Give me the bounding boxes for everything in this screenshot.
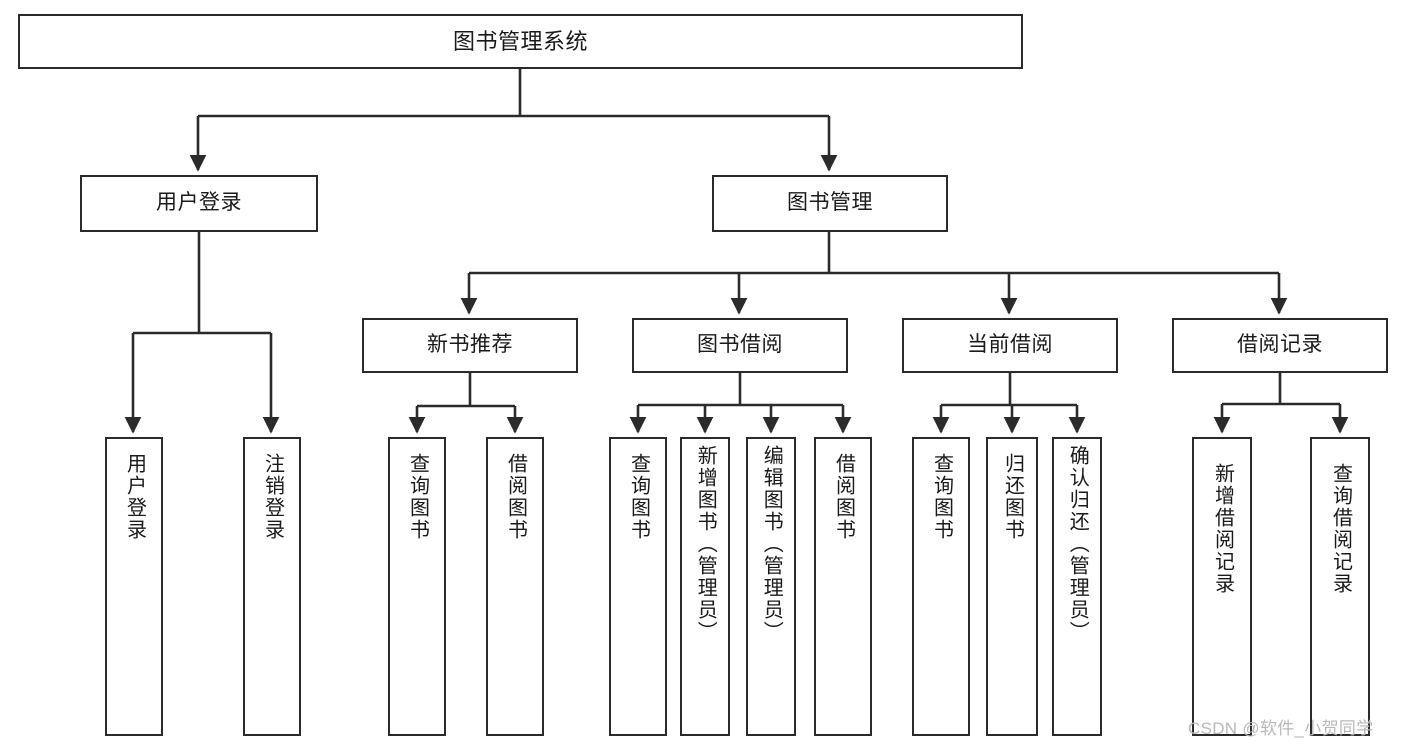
node-label: 用户登录 [123, 453, 146, 541]
node-book-borrow[interactable]: 图书借阅 [632, 318, 848, 373]
node-label: 借阅图书 [504, 453, 527, 541]
node-label: 图书借阅 [697, 333, 783, 357]
node-leaf-query-record[interactable]: 查询借阅记录 [1310, 437, 1370, 736]
node-new-book-recommend[interactable]: 新书推荐 [362, 318, 578, 373]
node-label: 借阅记录 [1237, 333, 1323, 357]
node-label: 查询借阅记录 [1329, 463, 1352, 595]
node-label: 归还图书 [1001, 453, 1024, 541]
node-label: 当前借阅 [967, 333, 1053, 357]
node-leaf-confirm-return[interactable]: 确认归还（管理员） [1052, 437, 1102, 736]
node-label: 用户登录 [156, 191, 242, 215]
node-label: 查询图书 [406, 453, 429, 541]
node-borrow-record[interactable]: 借阅记录 [1172, 318, 1388, 373]
node-user-login[interactable]: 用户登录 [80, 175, 318, 232]
node-leaf-query-book-2[interactable]: 查询图书 [609, 437, 667, 736]
node-leaf-user-logout[interactable]: 注销登录 [243, 437, 301, 736]
node-leaf-add-record[interactable]: 新增借阅记录 [1192, 437, 1252, 736]
node-leaf-query-book-1[interactable]: 查询图书 [388, 437, 446, 736]
node-label: 新增借阅记录 [1211, 463, 1234, 595]
node-leaf-add-book[interactable]: 新增图书（管理员） [680, 437, 730, 736]
node-leaf-user-login[interactable]: 用户登录 [105, 437, 163, 736]
node-label: 图书管理系统 [452, 28, 588, 54]
node-current-borrow[interactable]: 当前借阅 [902, 318, 1118, 373]
node-leaf-return-book[interactable]: 归还图书 [986, 437, 1038, 736]
node-label: 编辑图书（管理员） [760, 445, 783, 643]
node-label: 新书推荐 [427, 333, 513, 357]
node-leaf-borrow-book-1[interactable]: 借阅图书 [486, 437, 544, 736]
node-book-manage[interactable]: 图书管理 [712, 175, 948, 232]
node-label: 图书管理 [787, 191, 873, 215]
node-leaf-borrow-book-2[interactable]: 借阅图书 [814, 437, 872, 736]
node-label: 借阅图书 [832, 453, 855, 541]
node-label: 注销登录 [261, 453, 284, 541]
node-label: 查询图书 [627, 453, 650, 541]
node-root-system[interactable]: 图书管理系统 [18, 14, 1023, 69]
node-label: 查询图书 [930, 453, 953, 541]
node-leaf-edit-book[interactable]: 编辑图书（管理员） [746, 437, 796, 736]
node-label: 确认归还（管理员） [1066, 445, 1089, 643]
node-label: 新增图书（管理员） [694, 445, 717, 643]
watermark-text: CSDN @软件_小贺同学 [1188, 719, 1374, 738]
node-leaf-query-book-3[interactable]: 查询图书 [912, 437, 970, 736]
